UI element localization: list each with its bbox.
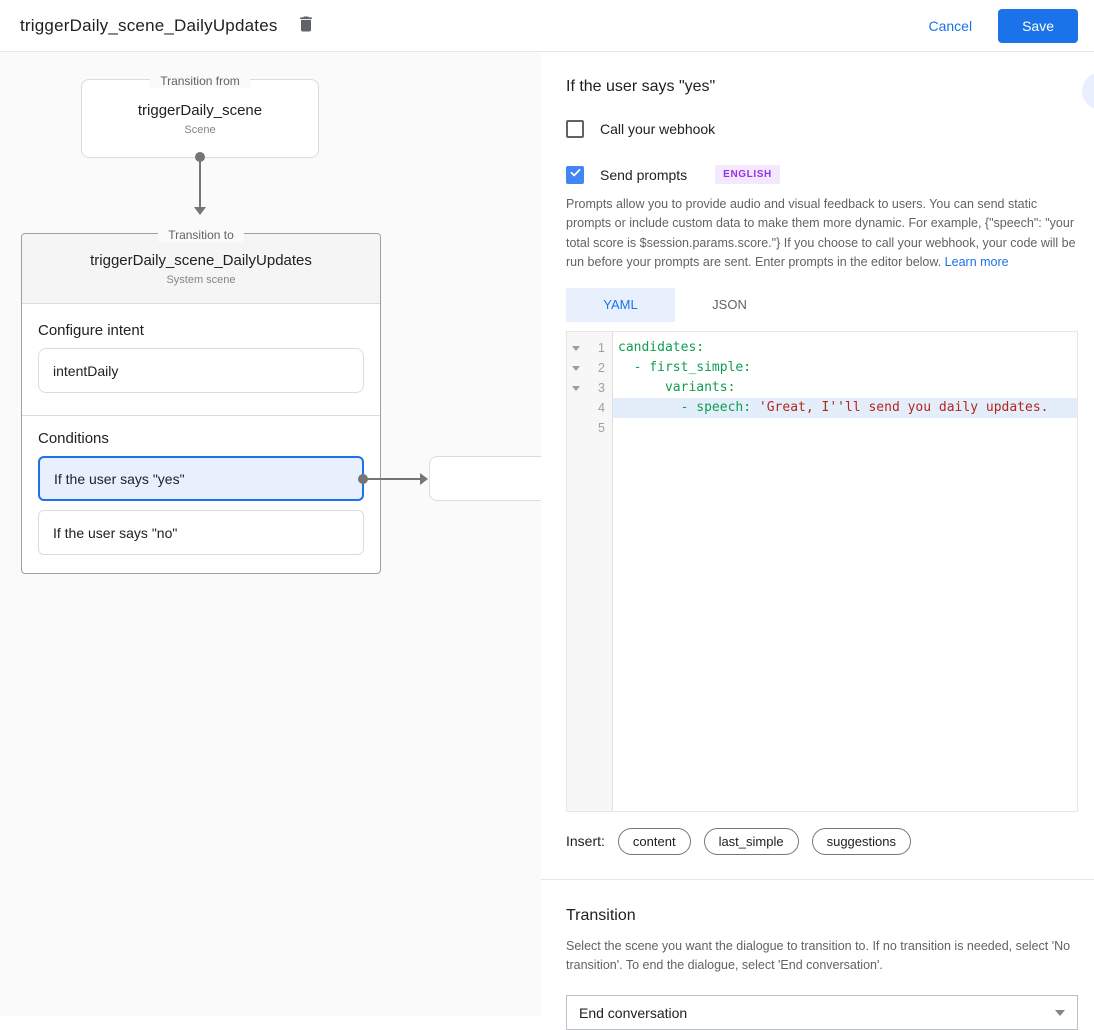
line-number: 3 (598, 380, 605, 395)
from-scene-name: triggerDaily_scene (137, 101, 263, 119)
fold-arrow-icon[interactable] (572, 385, 580, 391)
line-number: 2 (598, 360, 605, 375)
transition-to-legend: Transition to (22, 226, 380, 244)
transition-to-node: Transition to triggerDaily_scene_DailyUp… (21, 228, 541, 574)
check-icon (569, 166, 582, 184)
send-prompts-label: Send prompts (600, 166, 688, 183)
insert-chip-suggestions[interactable]: suggestions (811, 827, 911, 855)
connector-line-horizontal (366, 477, 421, 480)
intent-item[interactable]: intentDaily (38, 348, 364, 393)
delete-scene-button[interactable] (296, 13, 316, 38)
condition-detail-panel: If the user says "yes" Call your webhook… (541, 52, 1094, 1030)
collapse-panel-button[interactable] (1082, 72, 1094, 110)
scene-diagram-panel: Transition from triggerDaily_scene Scene… (0, 52, 541, 1016)
tab-yaml[interactable]: YAML (566, 287, 675, 322)
connector-dot (358, 473, 368, 484)
code-line: variants: (618, 379, 736, 395)
prompt-code-editor[interactable]: 1 2 3 4 5 candidates: - first_simple: va… (566, 330, 1078, 812)
insert-label: Insert: (566, 833, 605, 849)
save-button[interactable]: Save (998, 8, 1078, 43)
configure-intent-section: Configure intent intentDaily (22, 304, 380, 415)
section-divider (541, 878, 1094, 880)
arrow-down-icon (194, 207, 206, 215)
condition-no-label: If the user says "no" (53, 524, 178, 541)
transition-description: Select the scene you want the dialogue t… (566, 938, 1071, 972)
next-node-placeholder[interactable] (429, 456, 541, 501)
transition-select-value: End conversation (579, 1004, 688, 1021)
editor-gutter: 1 2 3 4 5 (567, 331, 613, 811)
condition-detail-title: If the user says "yes" (566, 78, 716, 95)
fold-arrow-icon[interactable] (572, 365, 580, 371)
condition-item-no[interactable]: If the user says "no" (38, 510, 364, 555)
dropdown-caret-icon (1055, 1009, 1065, 1016)
code-line (613, 418, 1077, 438)
code-line-active: - speech: 'Great, I''ll send you daily u… (613, 397, 1077, 418)
cancel-button[interactable]: Cancel (928, 17, 973, 34)
transition-section-title: Transition (566, 906, 636, 924)
insert-chip-content[interactable]: content (617, 827, 691, 855)
top-bar: triggerDaily_scene_DailyUpdates Cancel S… (0, 0, 1094, 52)
insert-chip-last-simple[interactable]: last_simple (703, 827, 799, 855)
learn-more-link[interactable]: Learn more (944, 255, 1009, 270)
scene-card-header: triggerDaily_scene_DailyUpdates System s… (22, 234, 380, 304)
arrow-right-icon (420, 472, 428, 485)
editor-format-tabs: YAML JSON (566, 287, 1094, 322)
webhook-label: Call your webhook (600, 121, 716, 137)
tab-json[interactable]: JSON (712, 297, 747, 312)
webhook-checkbox[interactable] (566, 120, 584, 138)
trash-icon (296, 13, 316, 38)
transition-from-legend: Transition from (82, 72, 318, 90)
code-line: - first_simple: (618, 359, 752, 375)
conditions-label: Conditions (38, 430, 109, 447)
connector-line-vertical (199, 157, 201, 207)
from-scene-type: Scene (184, 123, 216, 136)
insert-row: Insert: content last_simple suggestions (566, 827, 1094, 855)
line-number: 5 (598, 420, 605, 435)
prompts-description: Prompts allow you to provide audio and v… (566, 197, 1076, 270)
to-scene-type: System scene (166, 273, 236, 286)
line-number: 4 (598, 400, 605, 415)
configure-intent-label: Configure intent (38, 322, 144, 339)
page-title: triggerDaily_scene_DailyUpdates (20, 15, 278, 35)
send-prompts-checkbox[interactable] (566, 165, 584, 184)
condition-yes-label: If the user says "yes" (54, 470, 185, 487)
conditions-section: Conditions If the user says "yes" If the… (22, 416, 541, 573)
fold-arrow-icon[interactable] (572, 345, 580, 351)
transition-from-node[interactable]: Transition from triggerDaily_scene Scene (81, 74, 319, 158)
condition-item-yes[interactable]: If the user says "yes" (38, 456, 541, 501)
language-badge: ENGLISH (715, 165, 780, 184)
to-scene-name: triggerDaily_scene_DailyUpdates (90, 251, 312, 269)
line-number: 1 (598, 340, 605, 355)
transition-select[interactable]: End conversation (566, 995, 1078, 1030)
card-divider (22, 415, 380, 416)
editor-code-area[interactable]: candidates: - first_simple: variants: - … (613, 332, 1077, 811)
code-line: candidates: (618, 339, 705, 355)
